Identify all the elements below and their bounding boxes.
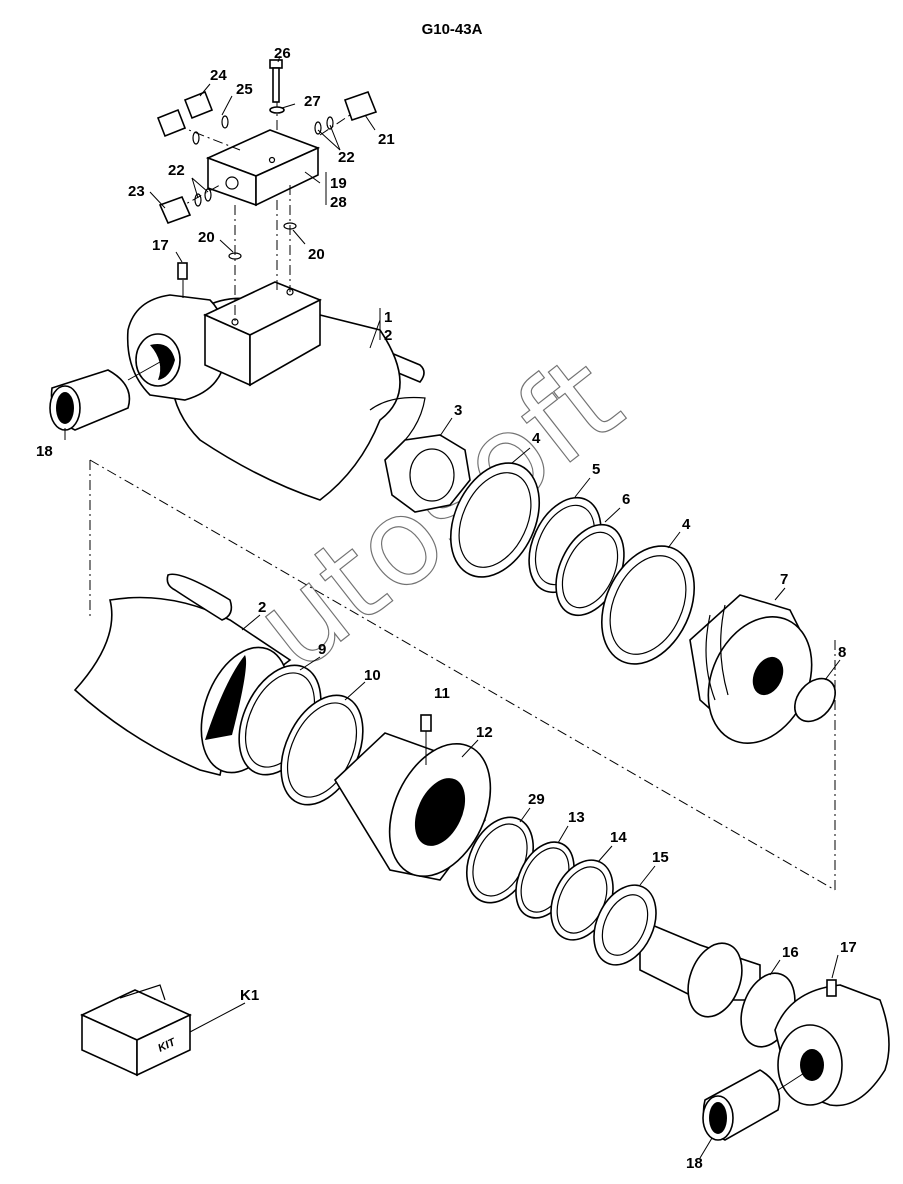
leader-lines bbox=[64, 55, 841, 1159]
o-ring-20a bbox=[228, 252, 242, 260]
valve-block-port bbox=[225, 176, 239, 190]
fitting-23 bbox=[158, 195, 192, 225]
piston-nut-bore bbox=[409, 448, 455, 502]
seal-4b bbox=[600, 545, 696, 665]
callout-24: 24 bbox=[210, 67, 227, 84]
barrel-lower bbox=[73, 596, 292, 776]
disc-8 bbox=[794, 677, 836, 723]
bushing-lower-axis bbox=[777, 1067, 813, 1091]
callout-10: 10 bbox=[364, 667, 381, 684]
bolt-shank bbox=[272, 67, 280, 103]
drawing-number: G10-43A bbox=[422, 21, 483, 38]
callout-k1: K1 bbox=[240, 987, 259, 1004]
callout-6: 6 bbox=[622, 491, 630, 508]
kit-box-side bbox=[136, 1013, 191, 1077]
callout-29: 29 bbox=[528, 791, 545, 808]
callout-18-upper: 18 bbox=[36, 443, 53, 460]
gland-bore bbox=[414, 778, 466, 846]
fitting-24 bbox=[183, 90, 214, 120]
callout-16: 16 bbox=[782, 944, 799, 961]
seal-4a bbox=[449, 462, 541, 578]
seal-4b-inner bbox=[609, 555, 687, 655]
callout-12: 12 bbox=[476, 724, 493, 741]
rod-eye-bore bbox=[800, 1049, 824, 1081]
o-ring-25 bbox=[221, 115, 229, 129]
ring-10-inner bbox=[286, 702, 358, 798]
callout-25: 25 bbox=[236, 81, 253, 98]
washer bbox=[269, 106, 285, 114]
bushing-upper-axis bbox=[127, 361, 161, 381]
fitting-24b bbox=[156, 108, 187, 138]
callout-labels: 26 24 25 27 21 22 19 28 22 23 20 20 17 1… bbox=[36, 45, 857, 1172]
grease-fitting-gland bbox=[420, 714, 432, 732]
fitting-path-left bbox=[175, 124, 241, 151]
kit-box-flap bbox=[119, 984, 166, 1001]
o-ring-20b bbox=[283, 222, 297, 230]
callout-20-left: 20 bbox=[198, 229, 215, 246]
o-ring-22a bbox=[326, 116, 334, 130]
centerline-lower bbox=[89, 459, 836, 891]
callout-13: 13 bbox=[568, 809, 585, 826]
wiper-15 bbox=[593, 884, 657, 966]
bushing-upper-bore-shadow bbox=[56, 392, 74, 424]
piston-groove-1 bbox=[705, 614, 716, 701]
rod-parts bbox=[384, 434, 836, 744]
barrel-assembly bbox=[49, 262, 836, 891]
callout-27: 27 bbox=[304, 93, 321, 110]
callout-22-right: 22 bbox=[338, 149, 355, 166]
callout-3: 3 bbox=[454, 402, 462, 419]
barrel-lower-mouth-shadow bbox=[205, 655, 247, 740]
o-ring-22b bbox=[314, 121, 322, 135]
callout-17-upper: 17 bbox=[152, 237, 169, 254]
o-ring-25b bbox=[192, 131, 200, 145]
barrel-lower-pipe bbox=[166, 573, 233, 621]
callout-9: 9 bbox=[318, 641, 326, 658]
callout-15: 15 bbox=[652, 849, 669, 866]
piston-groove-2 bbox=[720, 604, 729, 696]
callout-23: 23 bbox=[128, 183, 145, 200]
wiper-15-inner bbox=[601, 894, 649, 956]
callout-1: 1 bbox=[384, 309, 392, 326]
mount-block-side bbox=[249, 298, 321, 387]
callout-21: 21 bbox=[378, 131, 395, 148]
callout-20-right: 20 bbox=[308, 246, 325, 263]
o-ring-22d bbox=[204, 188, 212, 202]
valve-block-assembly bbox=[156, 59, 378, 322]
fitting-21 bbox=[343, 90, 378, 122]
callout-5: 5 bbox=[592, 461, 600, 478]
callout-18-lower: 18 bbox=[686, 1155, 703, 1172]
callout-26: 26 bbox=[274, 45, 291, 62]
callout-2-upper: 2 bbox=[384, 327, 392, 344]
ring-6-inner bbox=[561, 531, 619, 609]
callout-8: 8 bbox=[838, 644, 846, 661]
o-ring-22c bbox=[194, 193, 202, 207]
piston-bore bbox=[752, 656, 784, 696]
callout-7: 7 bbox=[780, 571, 788, 588]
callout-11: 11 bbox=[434, 685, 450, 702]
lower-assembly bbox=[73, 573, 890, 1141]
valve-block-side bbox=[255, 146, 319, 207]
seal-4a-inner bbox=[458, 472, 532, 568]
clevis-bore-shadow bbox=[150, 344, 175, 380]
callout-19: 19 bbox=[330, 175, 347, 192]
grease-fitting-upper bbox=[177, 262, 188, 280]
callout-28: 28 bbox=[330, 194, 347, 211]
callout-4-upper: 4 bbox=[532, 430, 541, 447]
valve-block-hole bbox=[268, 156, 276, 164]
grease-fitting-lower bbox=[826, 979, 837, 997]
rod-break-1 bbox=[687, 942, 743, 1018]
callout-22-left: 22 bbox=[168, 162, 185, 179]
bushing-lower-bore-shadow bbox=[709, 1102, 727, 1134]
kit-box: KIT bbox=[80, 984, 192, 1077]
callout-4-lower: 4 bbox=[682, 516, 691, 533]
callout-14: 14 bbox=[610, 829, 627, 846]
callout-17-lower: 17 bbox=[840, 939, 857, 956]
callout-2-lower: 2 bbox=[258, 599, 266, 616]
fitting-path-right bbox=[319, 114, 351, 136]
